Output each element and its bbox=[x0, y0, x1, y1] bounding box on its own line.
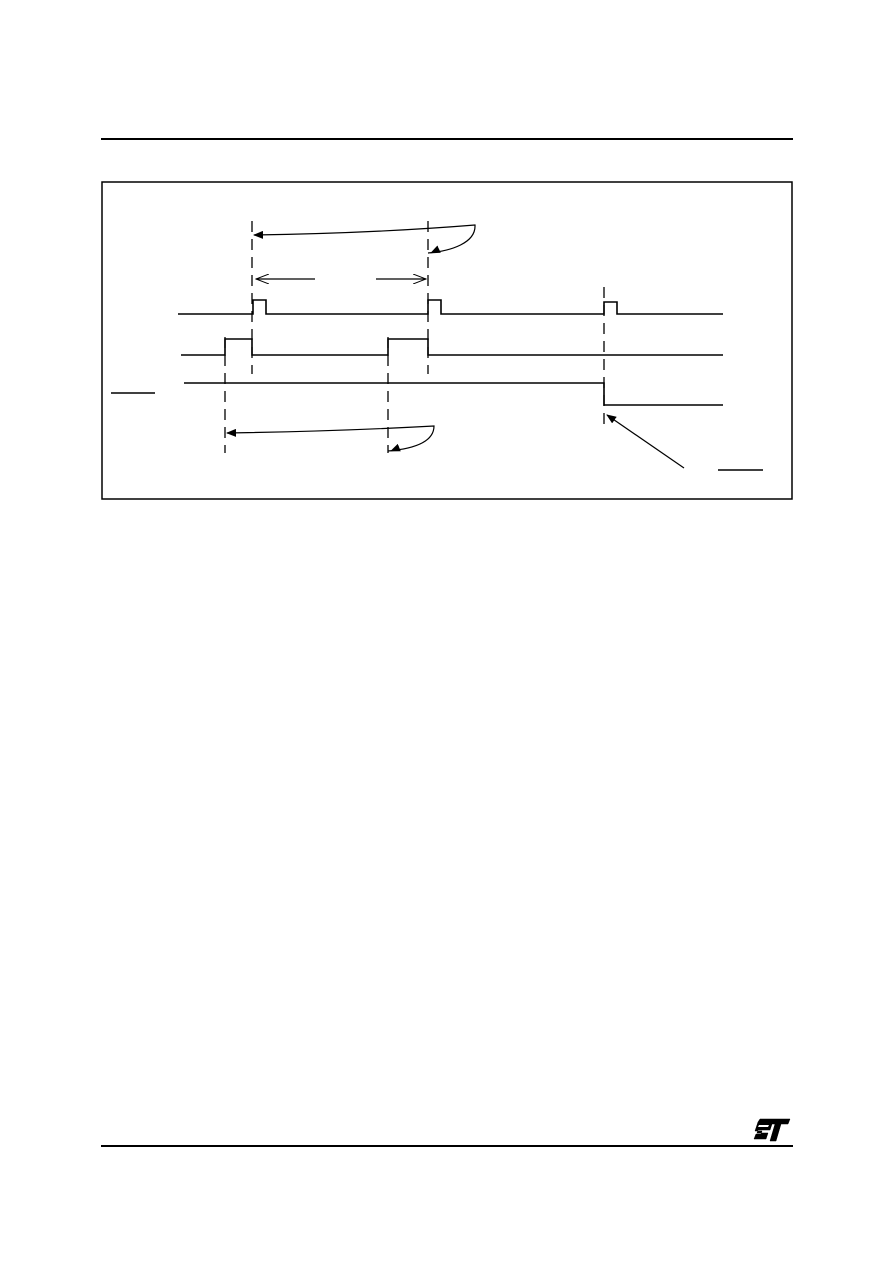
guide-lines bbox=[224, 221, 605, 453]
footer-rule bbox=[101, 1145, 793, 1147]
st-logo-svg bbox=[753, 1118, 791, 1142]
timing-diagram-figure bbox=[101, 181, 793, 500]
middle-pulse-train bbox=[181, 338, 723, 356]
top-curved-arrow bbox=[253, 224, 476, 254]
diagonal-pointer-arrow bbox=[606, 414, 685, 469]
bottom-level-signal bbox=[184, 382, 723, 406]
figure-frame bbox=[101, 181, 793, 500]
bottom-curved-arrow bbox=[226, 425, 435, 452]
timing-diagram-svg bbox=[101, 181, 793, 500]
header-rule bbox=[101, 138, 793, 140]
top-pulse-train bbox=[178, 299, 723, 315]
st-logo-icon bbox=[752, 1117, 792, 1143]
